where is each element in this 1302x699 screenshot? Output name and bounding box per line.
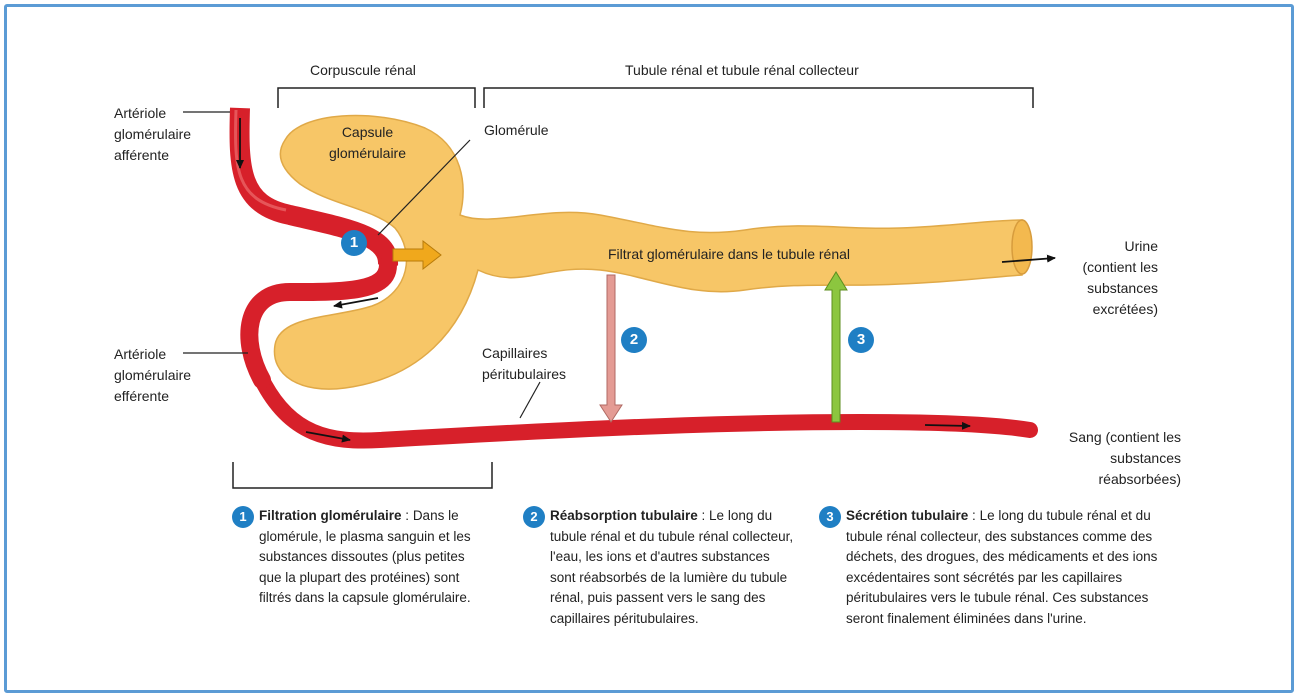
corpuscle-label: Corpuscule rénal	[310, 60, 416, 81]
tubule-label: Tubule rénal et tubule rénal collecteur	[625, 60, 859, 81]
step-1-sep: :	[402, 508, 410, 523]
reabsorption-arrow	[600, 275, 622, 422]
step-3-sep: :	[968, 508, 976, 523]
step-3-description: Sécrétion tubulaire : Le long du tubule …	[846, 506, 1176, 629]
filtration-bracket	[233, 462, 492, 488]
step-1-title: Filtration glomérulaire	[259, 508, 402, 523]
step-2-title: Réabsorption tubulaire	[550, 508, 698, 523]
step-3-text: Le long du tubule rénal et du tubule rén…	[846, 508, 1157, 626]
capillary-flow-arrow-2	[925, 425, 970, 426]
step-2-text: Le long du tubule rénal et du tubule rén…	[550, 508, 793, 626]
step-2-description: Réabsorption tubulaire : Le long du tubu…	[550, 506, 795, 629]
step-2-badge: 2	[523, 506, 545, 528]
filtration-marker: 1	[341, 230, 367, 256]
capillaries-label: Capillaires péritubulaires	[482, 343, 582, 385]
efferent-label: Artériole glomérulaire efférente	[114, 344, 194, 407]
step-3-badge: 3	[819, 506, 841, 528]
afferent-label: Artériole glomérulaire afférente	[114, 103, 194, 166]
peritubular-capillary	[262, 380, 1030, 441]
reabsorption-marker: 2	[621, 327, 647, 353]
filtrate-label: Filtrat glomérulaire dans le tubule réna…	[608, 244, 850, 265]
secretion-marker: 3	[848, 327, 874, 353]
glomerulus-label: Glomérule	[484, 120, 549, 141]
tubule-opening	[1012, 220, 1032, 274]
urine-label: Urine (contient les substances excrétées…	[1068, 236, 1158, 320]
step-1-description: Filtration glomérulaire : Dans le glomér…	[259, 506, 479, 609]
step-2-sep: :	[698, 508, 706, 523]
secretion-arrow	[825, 272, 847, 422]
corpuscle-bracket	[278, 88, 475, 108]
step-3-title: Sécrétion tubulaire	[846, 508, 968, 523]
blood-label: Sang (contient les substances réabsorbée…	[1066, 427, 1181, 490]
step-1-badge: 1	[232, 506, 254, 528]
capsule-label: Capsule glomérulaire	[320, 122, 415, 164]
tubule-bracket	[484, 88, 1033, 108]
capillaries-leader	[520, 382, 540, 418]
